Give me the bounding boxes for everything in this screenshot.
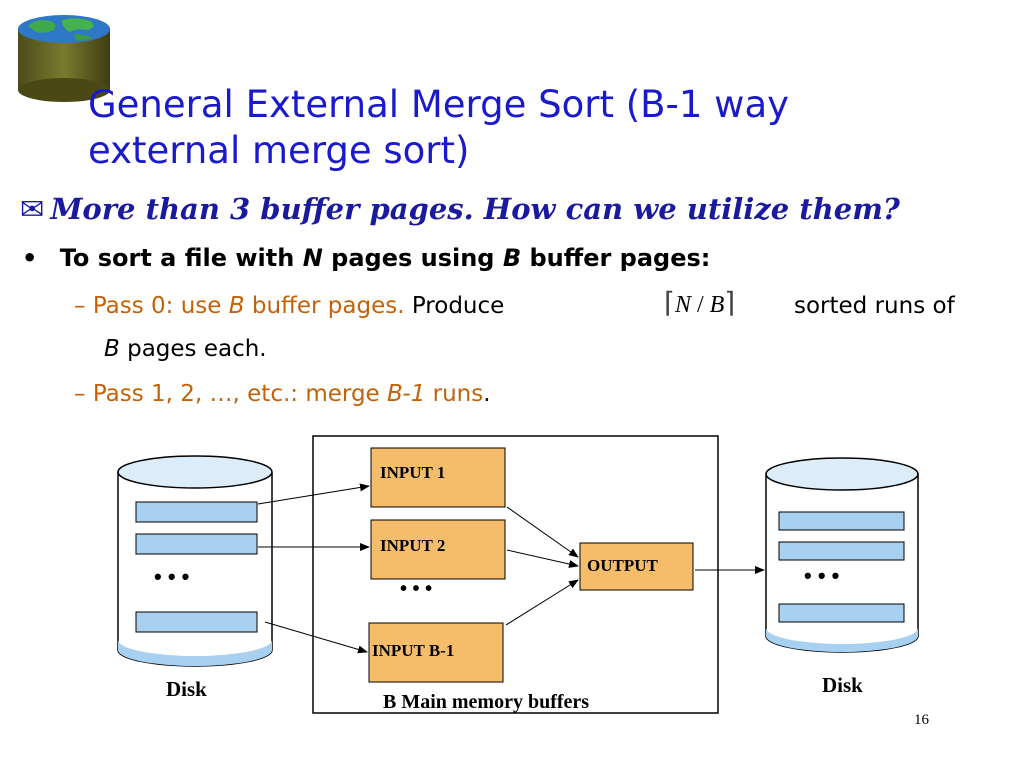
envelope-icon: ✉	[20, 192, 45, 226]
bullet-var-b: B	[502, 244, 522, 272]
output-label: OUTPUT	[587, 556, 659, 575]
ceil-formula: ⌈N / B⌉	[664, 286, 735, 320]
title-line-1: General External Merge Sort (B-1 way	[88, 83, 790, 126]
ceil-right-bracket: ⌉	[724, 288, 736, 319]
input-b1-label: INPUT B-1	[372, 641, 454, 660]
pass0-line2-var: B	[104, 336, 120, 362]
slide-title: General External Merge Sort (B-1 way ext…	[88, 82, 988, 174]
pass1-line: – Pass 1, 2, …, etc.: merge B-1 runs.	[74, 381, 491, 407]
left-disk-label: Disk	[166, 677, 207, 701]
disk-page	[778, 603, 905, 623]
disk-page	[135, 501, 258, 523]
bullet-marker: •	[22, 244, 38, 272]
arrow-input1-to-output	[506, 506, 579, 558]
disk-page	[135, 533, 258, 555]
input-2-buffer	[370, 519, 506, 580]
bullet-point: • To sort a file with N pages using B bu…	[22, 244, 710, 272]
bullet-text-3: buffer pages:	[521, 244, 711, 272]
disk-page	[778, 511, 905, 531]
pass0-line-2: B pages each.	[104, 336, 267, 362]
pass1-period: .	[483, 381, 491, 407]
right-disk-label: Disk	[822, 673, 863, 697]
input-1-label: INPUT 1	[380, 463, 445, 482]
pass0-produce: Produce	[411, 293, 505, 319]
pass1-dash: –	[74, 381, 93, 407]
arrow-input2-to-output	[506, 549, 579, 568]
memory-box	[312, 435, 719, 714]
right-disk	[765, 457, 919, 653]
arrow-disk-to-inputb1	[264, 621, 368, 654]
title-line-2: external merge sort)	[88, 129, 470, 172]
pass0-var-b: B	[228, 293, 245, 319]
pass1-text-2: runs	[425, 381, 484, 407]
arrow-inputb1-to-output	[505, 579, 579, 626]
pass0-sorted-runs: sorted runs of	[794, 293, 955, 319]
subtitle: ✉More than 3 buffer pages. How can we ut…	[20, 192, 900, 226]
pass0-line: – Pass 0: use B buffer pages. Produce	[74, 293, 504, 319]
bullet-text-1: To sort a file with	[59, 244, 303, 272]
pass0-text-2: buffer pages.	[244, 293, 405, 319]
buffer-dots: • • •	[400, 578, 432, 600]
bullet-var-n: N	[302, 244, 323, 272]
input-1-buffer	[370, 447, 506, 508]
formula-b: B	[709, 292, 725, 318]
output-buffer	[579, 542, 694, 591]
input-b1-buffer	[368, 622, 504, 683]
disk-page	[778, 541, 905, 561]
ceil-left-bracket: ⌈	[664, 288, 675, 319]
input-2-label: INPUT 2	[380, 536, 445, 555]
pass0-line2-text: pages each.	[119, 336, 267, 362]
memory-label: B Main memory buffers	[383, 691, 589, 713]
pass0-text-1: Pass 0: use	[92, 293, 229, 319]
pass0-dash: –	[74, 293, 93, 319]
subtitle-text: More than 3 buffer pages. How can we uti…	[50, 192, 900, 226]
formula-n: N	[674, 292, 691, 318]
globe-database-icon	[18, 15, 110, 102]
pass1-var: B-1	[387, 381, 426, 407]
arrow-disk-to-input1	[257, 483, 370, 505]
left-disk	[117, 455, 273, 667]
formula-slash: /	[690, 292, 710, 318]
left-disk-dots: • • •	[154, 564, 189, 589]
right-disk-dots: • • •	[804, 563, 839, 588]
disk-page	[135, 611, 258, 633]
page-number: 16	[914, 712, 929, 728]
pass1-text-1: Pass 1, 2, …, etc.: merge	[92, 381, 388, 407]
bullet-text-2: pages using	[322, 244, 503, 272]
